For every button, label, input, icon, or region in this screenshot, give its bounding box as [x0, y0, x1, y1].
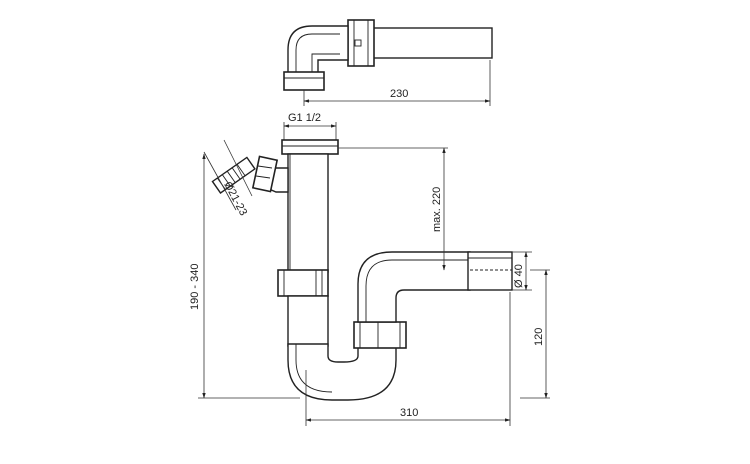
- middle-nut: [277, 269, 329, 297]
- u-bend-nut: [353, 321, 407, 349]
- dim-width-310: 310: [400, 407, 418, 419]
- dim-outlet-diameter: Ø 40: [513, 264, 525, 288]
- outlet-riser: [357, 251, 471, 323]
- dim-hose-diameter: Ø21-23: [221, 180, 249, 218]
- u-bend: [287, 343, 397, 401]
- top-horizontal-pipe: [371, 27, 493, 59]
- inlet-nut: [281, 139, 339, 155]
- hose-connector-nut: [251, 155, 279, 193]
- vertical-pipe: [287, 153, 329, 273]
- top-elbow: [287, 25, 349, 79]
- dim-g1-1-2: G1 1/2: [288, 112, 321, 124]
- dim-height-range: 190 - 340: [189, 264, 201, 310]
- dim-max-220: max. 220: [431, 187, 443, 232]
- dimensions: 190 - 340 max. 220 Ø 40 120 310: [189, 147, 550, 426]
- hose-nipple: [211, 156, 256, 194]
- main-siphon: G1 1/2 Ø21-23: [203, 112, 513, 401]
- top-elbow-collar: [283, 71, 325, 91]
- dim-230: 230: [390, 88, 408, 100]
- dim-outlet-height: 120: [533, 328, 545, 346]
- top-view: 230: [283, 19, 493, 106]
